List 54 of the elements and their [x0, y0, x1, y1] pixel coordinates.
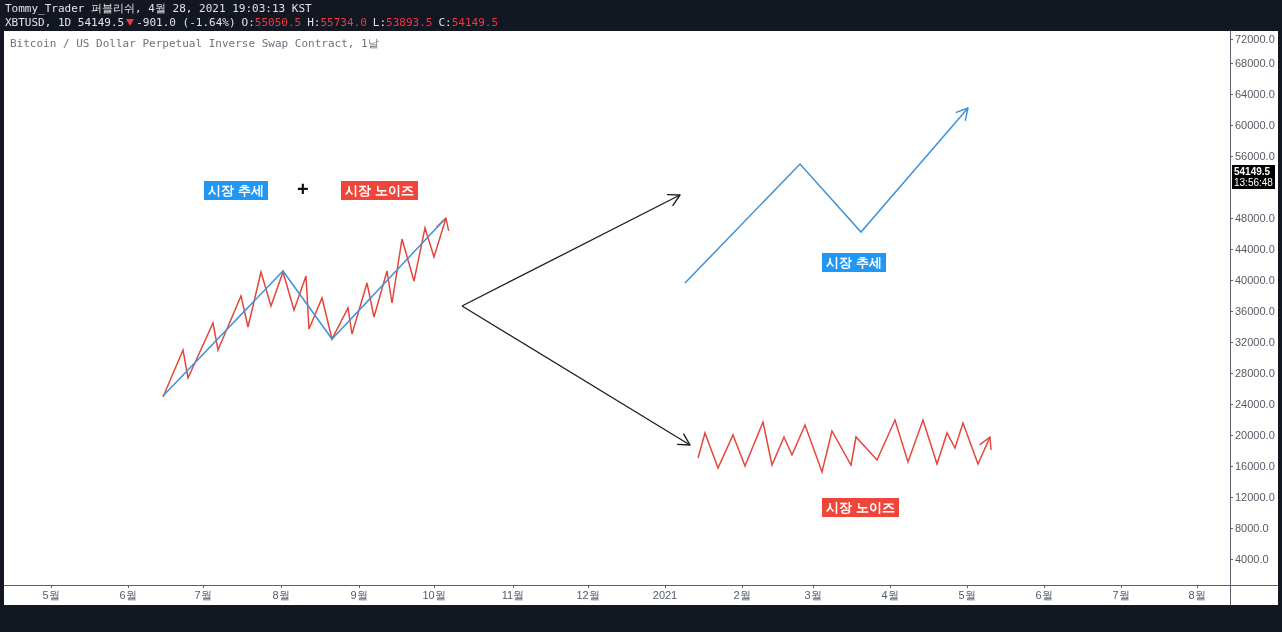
ohlc-label: L:	[372, 16, 387, 29]
price-axis-label: 64000.0	[1235, 88, 1275, 100]
time-axis-label: 9월	[350, 589, 368, 601]
time-axis-label: 6월	[1035, 589, 1053, 601]
time-axis-label: 3월	[804, 589, 822, 601]
publish-info: Tommy_Trader 퍼블리쉬, 4월 28, 2021 19:03:13 KST	[5, 2, 312, 15]
time-axis-label: 11월	[501, 589, 525, 601]
ohlc-value: 54149.5	[451, 16, 498, 29]
time-axis-label: 8월	[272, 589, 290, 601]
time-axis-label: 4월	[881, 589, 899, 601]
price-axis-label: 24000.0	[1235, 398, 1275, 410]
time-axis-label: 10월	[422, 589, 446, 601]
price-axis-label: 44000.0	[1235, 243, 1275, 255]
time-axis-label: 2021	[652, 589, 678, 601]
price-axis-label: 60000.0	[1235, 119, 1275, 131]
price-axis-label: 12000.0	[1235, 491, 1275, 503]
arrow	[461, 305, 691, 446]
time-axis-label: 8월	[1188, 589, 1206, 601]
ohlc-value: 53893.5	[386, 16, 433, 29]
countdown-timer: 13:56:48	[1234, 177, 1273, 188]
time-axis-label: 5월	[42, 589, 60, 601]
highlight-label: 시장 추세	[204, 181, 268, 200]
price-axis-label: 68000.0	[1235, 57, 1275, 69]
ohlc-value: 55734.0	[320, 16, 367, 29]
plus-sign: +	[297, 178, 309, 200]
time-axis-label: 7월	[1112, 589, 1130, 601]
ohlc-label: C:	[438, 16, 452, 29]
price-axis-label: 72000.0	[1235, 33, 1275, 45]
time-axis-label: 6월	[119, 589, 137, 601]
time-axis-label: 2월	[733, 589, 751, 601]
last-price: 54149.5	[1234, 166, 1272, 177]
price-axis-label: 16000.0	[1235, 460, 1275, 472]
price-axis-label: 28000.0	[1235, 367, 1275, 379]
ohlc-label: H:	[307, 16, 321, 29]
time-axis-label: 5월	[958, 589, 976, 601]
price-axis-label: 48000.0	[1235, 212, 1275, 224]
ohlc-value: 55050.5	[254, 16, 302, 29]
price-axis-label: 20000.0	[1235, 429, 1275, 441]
time-axis-label: 7월	[194, 589, 212, 601]
price-axis-label: 56000.0	[1235, 150, 1275, 162]
symbol-info: XBTUSD, 1D 54149.5	[5, 16, 125, 29]
highlight-label: 시장 노이즈	[822, 498, 899, 517]
price-axis-label: 40000.0	[1235, 274, 1275, 286]
price-axis-label: 32000.0	[1235, 336, 1275, 348]
chart-title: Bitcoin / US Dollar Perpetual Inverse Swap Contract, 1날	[10, 37, 379, 50]
price-axis-label: 8000.0	[1235, 522, 1269, 534]
price-change: -901.0 (-1.64%)	[136, 16, 236, 29]
price-axis-label: 4000.0	[1235, 553, 1269, 565]
price-axis-label: 36000.0	[1235, 305, 1275, 317]
time-axis-label: 12월	[576, 589, 600, 601]
ohlc-label: O:	[241, 16, 255, 29]
highlight-label: 시장 추세	[822, 253, 886, 272]
highlight-label: 시장 노이즈	[341, 181, 418, 200]
arrow	[461, 193, 681, 307]
